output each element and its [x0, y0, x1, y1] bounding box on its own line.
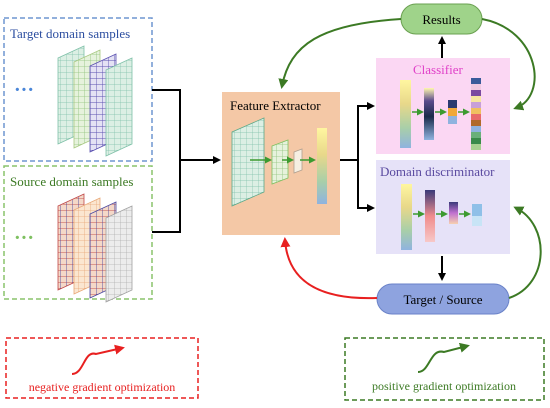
source-ellipsis: ···	[14, 227, 34, 249]
input-feature-map	[231, 117, 265, 207]
results-node: Results	[400, 3, 483, 35]
discriminator-output-vector	[472, 204, 482, 226]
results-label: Results	[422, 12, 460, 27]
discriminator-input-vector	[401, 184, 412, 250]
target-source-node: Target / Source	[376, 283, 510, 315]
source-sample-stack	[57, 193, 133, 303]
domain-discriminator-title: Domain discriminator	[380, 164, 495, 179]
target-source-label: Target / Source	[404, 292, 483, 307]
domain-discriminator-block: Domain discriminator	[376, 160, 510, 254]
source-domain-title: Source domain samples	[10, 174, 133, 189]
negative-gradient-legend: negative gradient optimization	[5, 337, 199, 399]
source-domain-panel: Source domain samples ···	[3, 165, 153, 303]
target-source-to-feature-extractor-arrow	[280, 237, 378, 300]
negative-legend-arrow	[71, 344, 125, 375]
positive-legend-arrow	[417, 342, 470, 373]
discriminator-small-vector	[449, 202, 458, 224]
target-ellipsis: ···	[14, 79, 34, 101]
results-to-classifier-arrow	[481, 18, 536, 111]
results-to-feature-extractor-arrow	[278, 18, 402, 89]
target-sample-image	[105, 57, 133, 157]
output-connectors	[340, 102, 375, 212]
target-domain-title: Target domain samples	[10, 26, 130, 41]
classifier-title: Classifier	[413, 62, 463, 77]
positive-gradient-legend: positive gradient optimization	[344, 337, 545, 401]
target-domain-panel: Target domain samples ···	[3, 17, 153, 162]
pooled-feature-map	[293, 148, 303, 174]
source-sample-image	[105, 205, 133, 303]
feature-extractor-block: Feature Extractor	[222, 92, 340, 235]
negative-legend-label: negative gradient optimization	[29, 380, 176, 394]
target-sample-stack	[57, 45, 133, 157]
classifier-output-vector	[471, 78, 481, 150]
feature-extractor-title: Feature Extractor	[230, 98, 321, 113]
classifier-input-vector	[400, 80, 411, 148]
input-connectors	[152, 89, 221, 233]
feature-vector	[317, 128, 327, 204]
classifier-hidden-vector	[424, 88, 434, 140]
classifier-small-vector	[448, 100, 457, 124]
target-source-to-discriminator-arrow	[508, 206, 542, 299]
positive-legend-label: positive gradient optimization	[372, 379, 516, 393]
classifier-block: Classifier	[376, 58, 510, 154]
discriminator-hidden-vector	[425, 190, 435, 242]
conv-feature-map	[271, 139, 289, 185]
